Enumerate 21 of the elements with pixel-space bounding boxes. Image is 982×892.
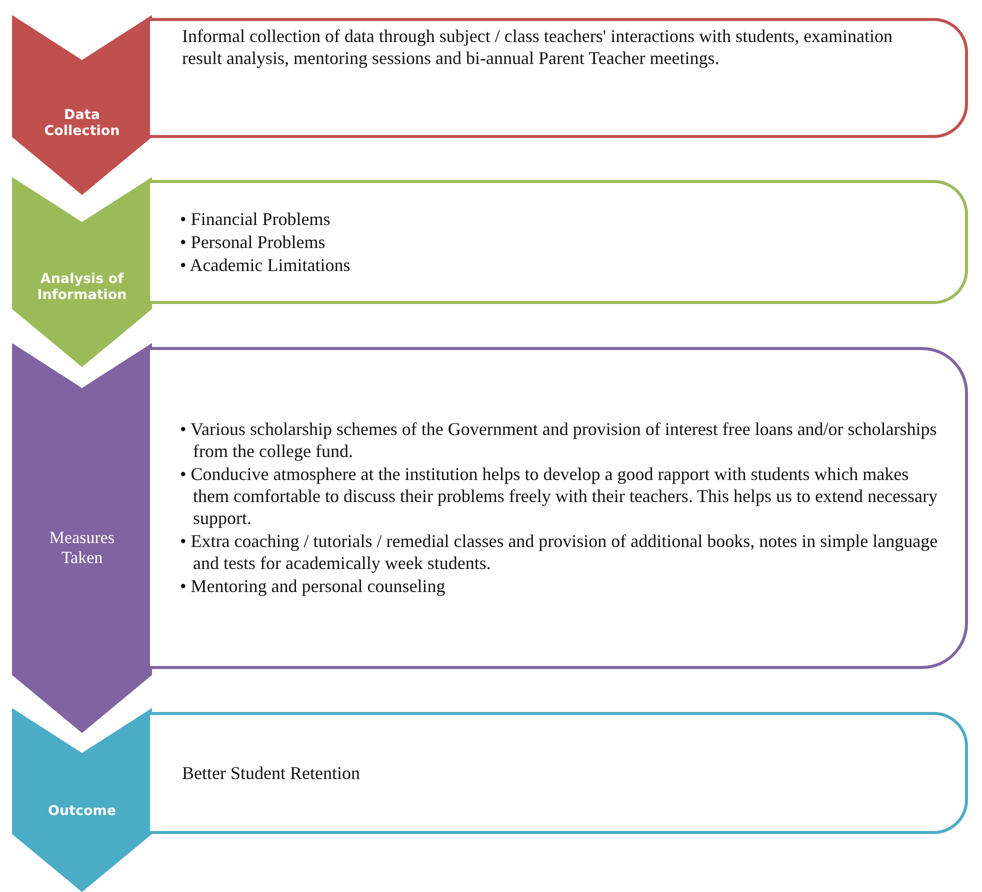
chevron-shape [12,343,152,733]
bullet-item: • Various scholarship schemes of the Government and provision of interest free loans and/or scholarships from the college fund. [180,418,938,462]
bullet-item: • Academic Limitations [180,254,352,276]
content-box [150,347,968,669]
description-text: Better Student Retention [181,762,361,784]
description-text: Informal collection of data through subject / class teachers' interactions with students, examination result analysis, mentoring sessions and bi-annual Parent Teacher meetings. [181,25,894,69]
stage-label: Analysis of Information [36,271,128,304]
stage-label: Data Collection [43,107,121,140]
bullet-item: • Extra coaching / tutorials / remedial classes and provision of additional books, notes in simple language and tests for academically week students. [180,530,939,574]
chevron-shape [12,708,152,892]
content-box [150,18,968,138]
chevron-shape [12,15,152,195]
stage-label: Outcome [46,803,118,820]
bullet-item: • Mentoring and personal counseling [180,575,446,597]
bullet-item: • Financial Problems [180,208,332,230]
content-box [150,180,968,304]
bullet-item: • Conducive atmosphere at the institution helps to develop a good rapport with students which makes them comfortable to discuss their problems freely with their teachers. This helps us to extend necessary support. [180,463,938,529]
stage-label: Measures Taken [48,528,116,569]
content-box [150,712,968,834]
bullet-item: • Personal Problems [180,230,326,252]
chevron-shape [12,177,152,367]
